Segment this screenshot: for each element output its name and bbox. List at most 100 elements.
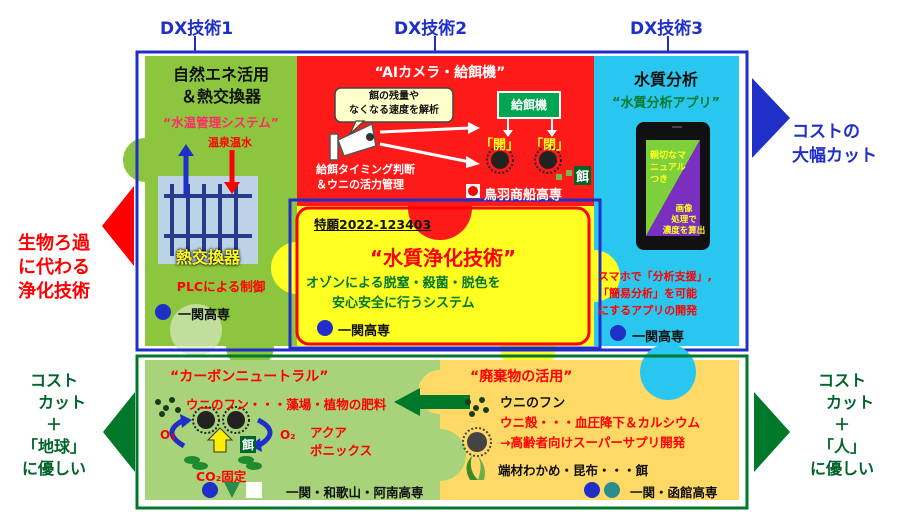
analysis-bubble-shape xyxy=(334,87,454,123)
ichinoseki-logo-icon xyxy=(155,304,171,320)
knob xyxy=(414,429,466,481)
knob xyxy=(170,304,222,356)
phone-text-analysis: 画像 処理で 濃度を算出 xyxy=(662,204,706,236)
analysis-bubble-tail xyxy=(349,120,366,135)
bottom-feed-label: 餌 xyxy=(240,436,257,453)
bottom-right-green-arrowhead xyxy=(754,392,790,472)
feeder-arrow-left-head xyxy=(503,130,513,137)
center-title: “水質浄化技術” xyxy=(369,246,517,270)
center-description: オゾンによる脱窒・殺菌・脱色を 安心安全に行うシステム xyxy=(306,276,501,311)
phone-screen-purple xyxy=(646,140,700,236)
feed-up-arrow xyxy=(206,427,234,453)
closed-label: 「閉」 xyxy=(530,138,570,153)
left-red-arrowhead xyxy=(102,186,134,266)
plant-icon xyxy=(184,456,262,470)
sea-urchin-icon xyxy=(222,406,250,434)
feed-pellet xyxy=(566,170,572,176)
sea-urchin-shell-icon xyxy=(462,427,492,457)
cycle-arrow-right xyxy=(256,417,273,449)
feeder-arrow-right-head xyxy=(547,130,557,137)
heat-exchanger-pipes xyxy=(164,184,252,256)
sea-urchin-icon xyxy=(486,146,514,174)
seaweed-text: 端材わかめ・昆布・・・餌 xyxy=(498,463,649,478)
center-institution: 一関高専 xyxy=(338,324,391,339)
wakayama-logo-icon xyxy=(224,482,240,498)
co2-fixation-label: CO₂固定 xyxy=(196,469,247,484)
waste-to-carbon-arrow xyxy=(394,388,470,416)
bottom-frame xyxy=(135,354,749,510)
uni-feces-label: ウニのフン xyxy=(500,396,566,411)
panel3-subtitle: “水質分析アプリ” xyxy=(611,96,721,111)
feeder-label: 給餌機 xyxy=(510,98,547,112)
center-red-frame xyxy=(295,206,591,346)
ichinoseki-logo-icon xyxy=(202,482,218,498)
cycle-arrowhead xyxy=(180,414,192,428)
feeder-box xyxy=(497,91,561,119)
center-blue-frame xyxy=(288,198,602,350)
hot-water-label: 温泉温水 xyxy=(208,136,252,149)
bottom-left-institution: 一関・和歌山・阿南高専 xyxy=(286,485,424,500)
knob xyxy=(568,250,620,302)
bottom-right-arrow-label: コスト カット ＋ 「人」 に優しい xyxy=(809,371,874,478)
panel2-title: “AIカメラ・給餌機” xyxy=(374,65,506,81)
panel1-institution: 一関高専 xyxy=(178,308,231,323)
analysis-bubble-text: 餌の残量や なくなる速度を解析 xyxy=(349,91,439,116)
knob xyxy=(226,322,274,370)
sea-urchin-icon xyxy=(192,406,220,434)
left-arrow-label: 生物ろ過 に代わる 浄化技術 xyxy=(18,233,90,302)
hakodate-logo-icon xyxy=(604,482,620,498)
dx-label-1: DX技術1 xyxy=(160,19,234,39)
aquaponics-text: アクア ポニックス xyxy=(310,425,373,458)
anan-logo-icon xyxy=(246,482,262,498)
knob xyxy=(640,344,696,400)
cold-arrow-head xyxy=(178,144,194,156)
right-blue-arrowhead xyxy=(752,78,790,158)
top-frame xyxy=(135,50,749,352)
heat-exchanger-label: 熱交換器 xyxy=(175,248,240,267)
uni-feces-icon xyxy=(155,397,489,417)
knob xyxy=(123,138,167,182)
panel1-title: 自然エネ活用 ＆熱交換器 xyxy=(172,65,269,106)
sea-urchin-icon xyxy=(534,146,562,174)
supplement-text: →高齢者向けスーパーサプリ開発 xyxy=(500,435,686,450)
panel3-title: 水質分析 xyxy=(633,70,698,89)
phone-speaker xyxy=(672,126,682,128)
toba-logo-icon xyxy=(466,184,480,198)
camera-arrow-bottom-head xyxy=(466,156,480,168)
feed-label: 餌 xyxy=(574,166,592,185)
panel3-description: スマホで「分析支援」, 「簡易分析」を可能 にするアプリの開発 xyxy=(598,270,712,317)
ichinoseki-logo-icon xyxy=(610,325,626,341)
dx-label-3: DX技術3 xyxy=(630,19,704,39)
fertilizer-text: ウニのフン・・・藻場・植物の肥料 xyxy=(186,397,387,412)
bottom-right-institution: 一関・函館高専 xyxy=(630,485,718,500)
phone-text-manual: 親切なマ ニュアル つき xyxy=(650,151,687,185)
panel1-subtitle: “水温管理システム” xyxy=(162,115,280,130)
bottom-left-title: “カーボンニュートラル” xyxy=(170,369,329,385)
bottom-left-arrow-label: コスト カット ＋ 「地球」 に優しい xyxy=(21,371,86,478)
open-label: 「開」 xyxy=(480,138,520,153)
panel2-institution: 鳥羽商船高専 xyxy=(484,188,563,203)
feed-pellet xyxy=(556,174,562,180)
bottom-left-bg xyxy=(145,360,440,500)
camera-arrow-top xyxy=(379,126,471,134)
camera-arrow-top-head xyxy=(468,122,480,134)
cycle-arrow-left xyxy=(169,417,186,449)
hot-arrow-head xyxy=(224,182,240,194)
o2-right-label: O₂ xyxy=(280,428,296,442)
patent-number: 特願2022-123403 xyxy=(314,217,432,232)
ai-camera-icon xyxy=(329,122,377,161)
dx-label-2: DX技術2 xyxy=(394,19,468,39)
plc-label: PLCによる制御 xyxy=(176,279,266,294)
ichinoseki-logo-icon xyxy=(317,320,333,336)
right-arrow-label: コストの 大幅カット xyxy=(792,122,877,166)
shell-use-text: ウニ殻・・・血圧降下＆カルシウム xyxy=(500,415,701,430)
ichinoseki-logo-icon xyxy=(584,482,600,498)
camera-arrow-bottom xyxy=(379,142,471,164)
feeding-timing-text: 給餌タイミング判断 ＆ウニの活力管理 xyxy=(316,163,415,191)
heat-exchanger-image xyxy=(158,176,258,264)
panel3-institution: 一関高専 xyxy=(632,330,685,345)
o2-left-label: O₂ xyxy=(160,428,176,442)
bottom-left-green-arrowhead xyxy=(103,392,135,472)
seaweed-icon xyxy=(466,454,485,480)
